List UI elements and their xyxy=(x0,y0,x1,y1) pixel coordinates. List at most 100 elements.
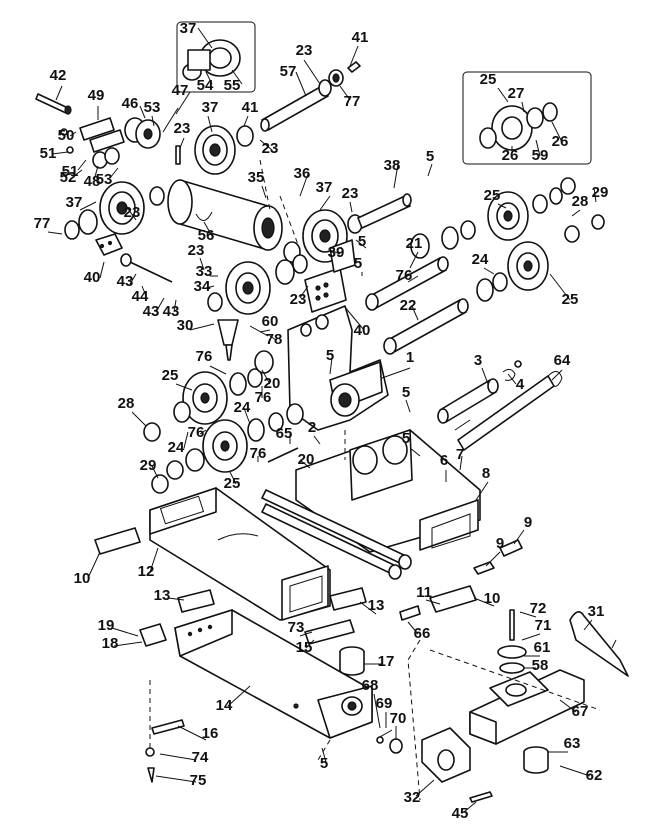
leader-line xyxy=(47,231,63,235)
leader-line xyxy=(313,435,321,445)
leader-line xyxy=(355,239,367,249)
leader-line xyxy=(243,115,249,127)
part-callout-41: 41 xyxy=(242,99,259,116)
leader-line xyxy=(507,373,517,385)
pin-3 xyxy=(437,378,499,424)
part-callout-24: 24 xyxy=(472,251,489,268)
part-callout-51: 51 xyxy=(62,163,79,180)
mount-stack-61 xyxy=(497,609,527,674)
roller-25-left-middle xyxy=(173,350,274,425)
beam-12 xyxy=(149,487,331,621)
part-callout-5: 5 xyxy=(320,755,328,772)
washers-76 xyxy=(410,220,508,302)
part-callout-70: 70 xyxy=(390,710,407,727)
part-callout-5: 5 xyxy=(402,430,410,447)
part-callout-24: 24 xyxy=(234,399,251,416)
part-callout-57: 57 xyxy=(280,63,297,80)
strut-30 xyxy=(217,319,269,361)
washer-74 xyxy=(145,747,155,757)
clip-9-lower xyxy=(473,561,495,575)
part-callout-42: 42 xyxy=(50,67,67,84)
leader-line xyxy=(113,641,143,647)
leader-line xyxy=(69,131,77,137)
leader-line xyxy=(475,481,489,501)
leader-line xyxy=(79,201,97,211)
leader-line xyxy=(497,203,507,209)
part-callout-37: 37 xyxy=(316,179,333,196)
part-callout-13: 13 xyxy=(368,597,385,614)
part-callout-74: 74 xyxy=(192,749,209,766)
part-callout-26: 26 xyxy=(502,147,519,164)
part-callout-49: 49 xyxy=(88,87,105,104)
part-callout-36: 36 xyxy=(294,165,311,182)
leader-line xyxy=(259,329,271,333)
leader-line xyxy=(427,163,433,177)
leader-line xyxy=(405,399,411,413)
leader-line xyxy=(77,159,87,171)
part-callout-33: 33 xyxy=(196,263,213,280)
leader-line xyxy=(299,285,309,299)
leader-line xyxy=(205,285,215,289)
part-callout-55: 55 xyxy=(224,77,241,94)
leader-line xyxy=(167,597,185,601)
part-callout-63: 63 xyxy=(564,735,581,752)
part-callout-20: 20 xyxy=(298,451,315,468)
plate-13-left xyxy=(177,589,215,613)
part-callout-40: 40 xyxy=(84,269,101,286)
leader-line xyxy=(409,251,419,269)
part-callout-76: 76 xyxy=(188,424,205,441)
spring-69 xyxy=(376,729,403,754)
leader-line xyxy=(513,529,525,545)
plate-16 xyxy=(151,719,185,735)
leader-line xyxy=(259,139,273,151)
part-callout-5: 5 xyxy=(326,347,334,364)
part-callout-20: 20 xyxy=(264,375,281,392)
part-callout-51: 51 xyxy=(40,145,57,162)
leader-line xyxy=(497,87,509,103)
part-callout-18: 18 xyxy=(102,635,119,652)
part-callout-6: 6 xyxy=(440,452,448,469)
part-callout-35: 35 xyxy=(248,169,265,186)
part-callout-60: 60 xyxy=(262,313,279,330)
plate-13-right xyxy=(329,587,367,611)
leader-line xyxy=(593,187,597,203)
leader-line xyxy=(549,273,571,301)
leader-line xyxy=(559,699,577,713)
leader-line xyxy=(407,275,419,283)
roller-37-left xyxy=(64,181,165,240)
part-callout-52: 52 xyxy=(60,169,77,186)
leader-line xyxy=(521,101,525,113)
part-callout-61: 61 xyxy=(534,639,551,656)
part-callout-8: 8 xyxy=(482,465,490,482)
part-callout-23: 23 xyxy=(124,204,141,221)
part-callout-53: 53 xyxy=(144,99,161,116)
part-callout-25: 25 xyxy=(162,367,179,384)
block-40-left xyxy=(95,233,123,256)
part-callout-24: 24 xyxy=(168,439,185,456)
part-callout-76: 76 xyxy=(196,348,213,365)
leader-line xyxy=(319,195,331,211)
leader-line xyxy=(189,323,215,331)
part-callout-23: 23 xyxy=(342,185,359,202)
leader-line xyxy=(141,285,147,297)
bracket-32 xyxy=(421,727,471,783)
leader-line xyxy=(321,747,327,763)
leader-line xyxy=(519,611,537,618)
part-callout-10: 10 xyxy=(484,590,501,607)
mount-bracket-6 xyxy=(295,429,481,553)
pin-38 xyxy=(357,193,412,229)
part-callout-5: 5 xyxy=(402,384,410,401)
part-callout-27: 27 xyxy=(508,85,525,102)
arm-67 xyxy=(469,669,585,745)
pin-65 xyxy=(267,447,299,463)
part-callout-47: 47 xyxy=(172,82,189,99)
part-callout-46: 46 xyxy=(122,95,139,112)
leader-line xyxy=(535,139,541,157)
leader-line xyxy=(199,429,207,435)
part-callout-23: 23 xyxy=(290,291,307,308)
part-callout-10: 10 xyxy=(74,570,91,587)
handle-31 xyxy=(569,611,629,677)
plate-18 xyxy=(139,623,167,647)
inset-right-roller xyxy=(479,102,558,151)
part-callout-23: 23 xyxy=(296,42,313,59)
